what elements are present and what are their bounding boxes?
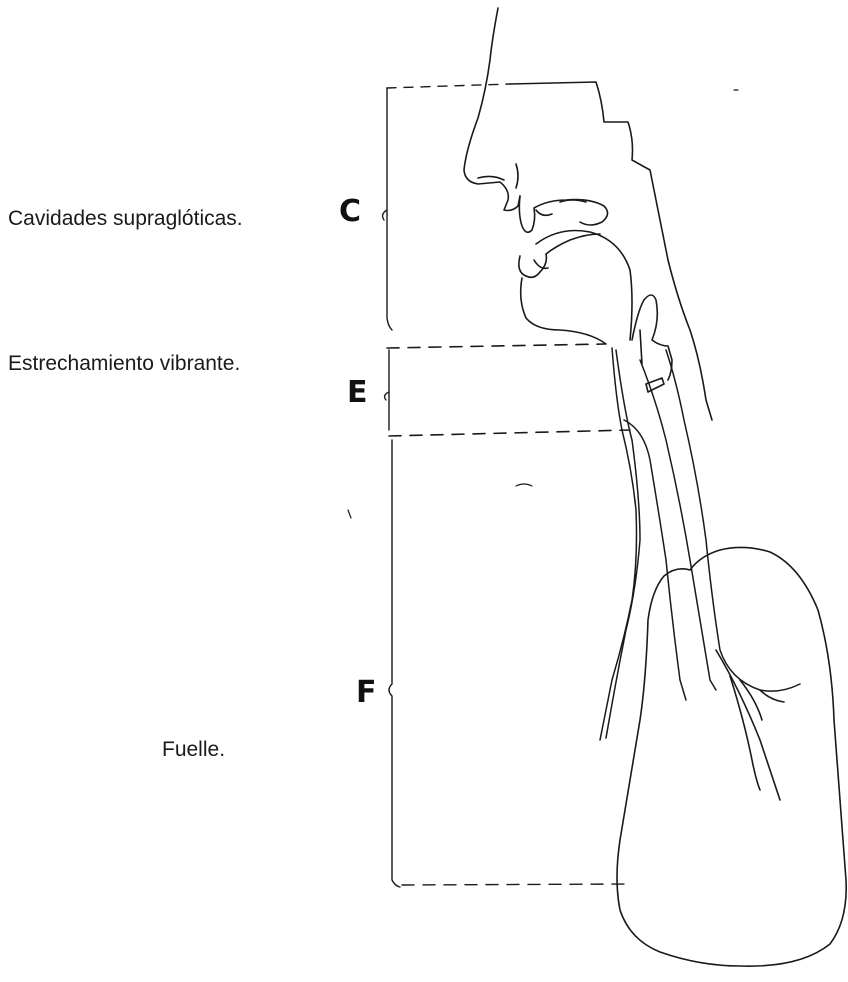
region-letter-e: E [347,375,368,410]
region-bracket-c [383,84,510,330]
pharynx-outline [510,82,712,420]
region-label-f: Fuelle. [162,738,225,762]
region-label-c: Cavidades supraglóticas. [8,207,243,231]
region-letter-c: C [339,194,361,229]
face-profile [464,8,608,344]
region-bracket-f [389,440,630,887]
region-letter-f: F [356,675,377,710]
region-label-e: Estrechamiento vibrante. [8,352,240,376]
lung [617,547,846,966]
stray-marks [348,90,738,518]
separator-dashed-top-e [387,344,605,348]
trachea [600,348,800,740]
region-bracket-e [385,350,389,430]
separator-dashed-top-f [389,430,630,436]
